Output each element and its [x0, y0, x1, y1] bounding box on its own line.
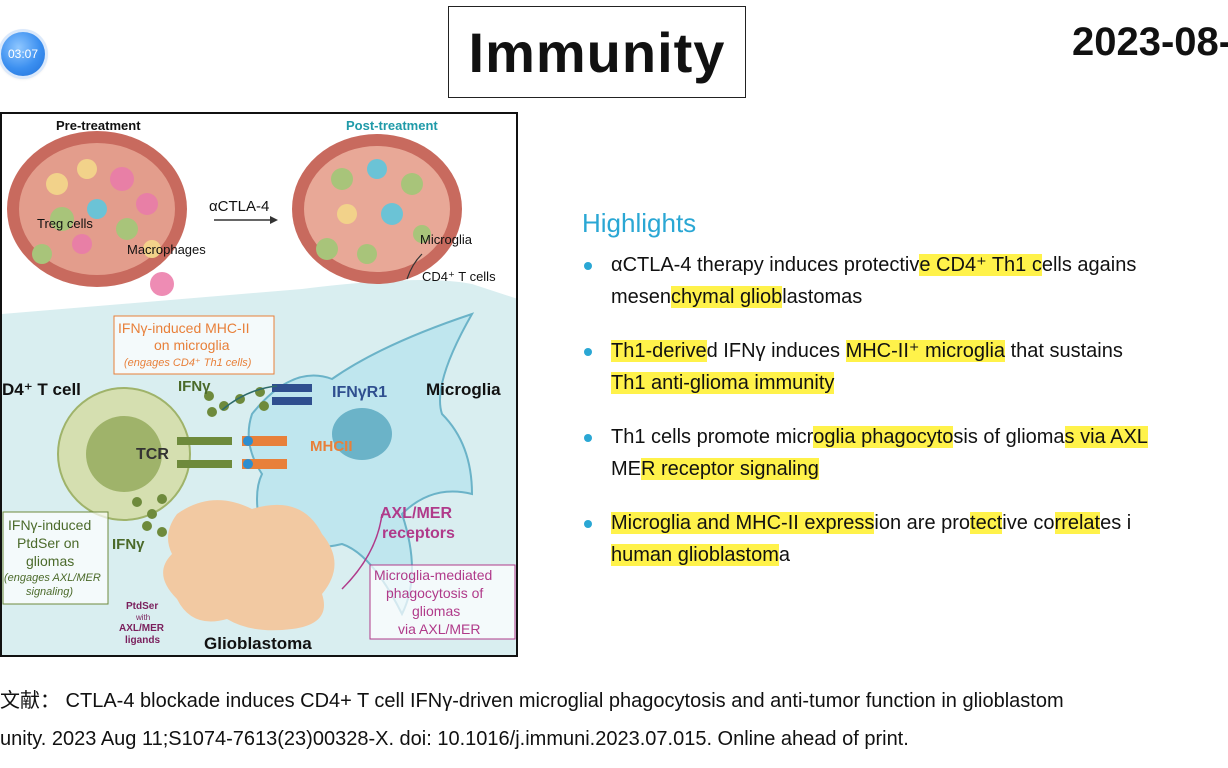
post-treatment-tumor [292, 134, 462, 284]
label-ifng-top: IFNγ [178, 378, 211, 395]
phago-box-line4: via AXL/MER [398, 621, 481, 637]
phago-box-line2: phagocytosis of [386, 585, 484, 601]
ptdser-label-4: ligands [125, 635, 161, 646]
cd4-t-cell-drawing [57, 387, 191, 521]
phagocytosis-arrow [341, 513, 383, 590]
ptdser-label-1: PtdSer [126, 601, 159, 612]
graphical-abstract-art [2, 131, 516, 655]
label-axl-mer-1: AXL/MER [380, 505, 452, 522]
label-pre-treatment: Pre-treatment [56, 118, 141, 133]
ptdser-label-2: with [136, 613, 151, 622]
label-axl-mer-2: receptors [382, 525, 455, 542]
tcr-mhcii-complex [177, 436, 287, 469]
slide-title: Immunity [468, 20, 726, 84]
mhc-box-line2: on microglia [154, 337, 230, 353]
phago-box-line3: gliomas [412, 603, 461, 619]
label-glioblastoma: Glioblastoma [204, 634, 312, 653]
highlight-1: αCTLA-4 therapy induces protective CD4⁺ … [582, 249, 1228, 313]
highlights-title: Highlights [582, 208, 697, 238]
ptdser-box-line3: gliomas [26, 553, 75, 569]
mhc-box-border [113, 315, 275, 375]
label-post-treatment: Post-treatment [346, 118, 438, 133]
mhc-box-line1: IFNγ-induced MHC-II [118, 320, 250, 336]
highlight-4: Microglia and MHC-II expression are prot… [582, 507, 1228, 571]
timer-badge[interactable]: 03:07 [1, 32, 45, 76]
label-microglia: Microglia [426, 380, 501, 399]
ptdser-box-border [2, 511, 109, 605]
highlight-2: Th1-derived IFNγ induces MHC-II⁺ microgl… [582, 335, 1228, 399]
ifng-molecules [132, 387, 269, 537]
ptdser-label-3: AXL/MER [119, 623, 164, 634]
highlight-3: Th1 cells promote microglia phagocytosis… [582, 421, 1228, 485]
label-microglia-small: Microglia [420, 232, 473, 247]
label-macrophages: Macrophages [127, 242, 206, 257]
phago-box-line1: Microglia-mediated [374, 567, 493, 583]
bullet-icon [584, 434, 592, 442]
highlights-panel: Highlights αCTLA-4 therapy induces prote… [582, 208, 1228, 593]
ptdser-box-line5: signaling) [26, 586, 74, 598]
label-mhcii: MHCII [310, 438, 353, 455]
graphical-abstract: Pre-treatment Post-treatment αCTLA-4 Tre… [0, 112, 518, 657]
slide-title-box: Immunity [448, 6, 746, 98]
bullet-icon [584, 262, 592, 270]
ifng-arrow [221, 385, 278, 411]
bullet-icon [584, 348, 592, 356]
citation-line-2: unity. 2023 Aug 11;S1074-7613(23)00328-X… [0, 728, 909, 750]
ptdser-box-line1: IFNγ-induced [8, 517, 92, 533]
label-ifngr1: IFNγR1 [332, 384, 388, 401]
bullet-icon [584, 520, 592, 528]
label-treg-cells: Treg cells [37, 216, 93, 231]
ptdser-box-line2: PtdSer on [17, 535, 80, 551]
microglia-to-tumor-arrow [406, 253, 423, 280]
mhc-box-line3: (engages CD4⁺ Th1 cells) [124, 357, 252, 369]
timer-text: 03:07 [7, 47, 39, 61]
label-actla4: αCTLA-4 [209, 198, 270, 215]
label-ifng-bottom: IFNγ [112, 536, 145, 553]
label-tcr: TCR [136, 446, 169, 463]
ptdser-box-line4: (engages AXL/MER [4, 572, 101, 584]
label-cd4-t-cell: D4⁺ T cell [2, 380, 81, 399]
citation-line-1: 文献： CTLA-4 blockade induces CD4+ T cell … [0, 690, 1064, 712]
ifngr1-receptors [272, 384, 312, 405]
pre-treatment-tumor [7, 131, 187, 296]
label-cd4-t-cells: CD4⁺ T cells [422, 269, 496, 284]
microglia-nucleus [332, 408, 392, 460]
phago-box-border [369, 564, 516, 640]
slide-date: 2023-08- [1072, 20, 1228, 64]
glioblastoma-drawing [163, 500, 335, 631]
